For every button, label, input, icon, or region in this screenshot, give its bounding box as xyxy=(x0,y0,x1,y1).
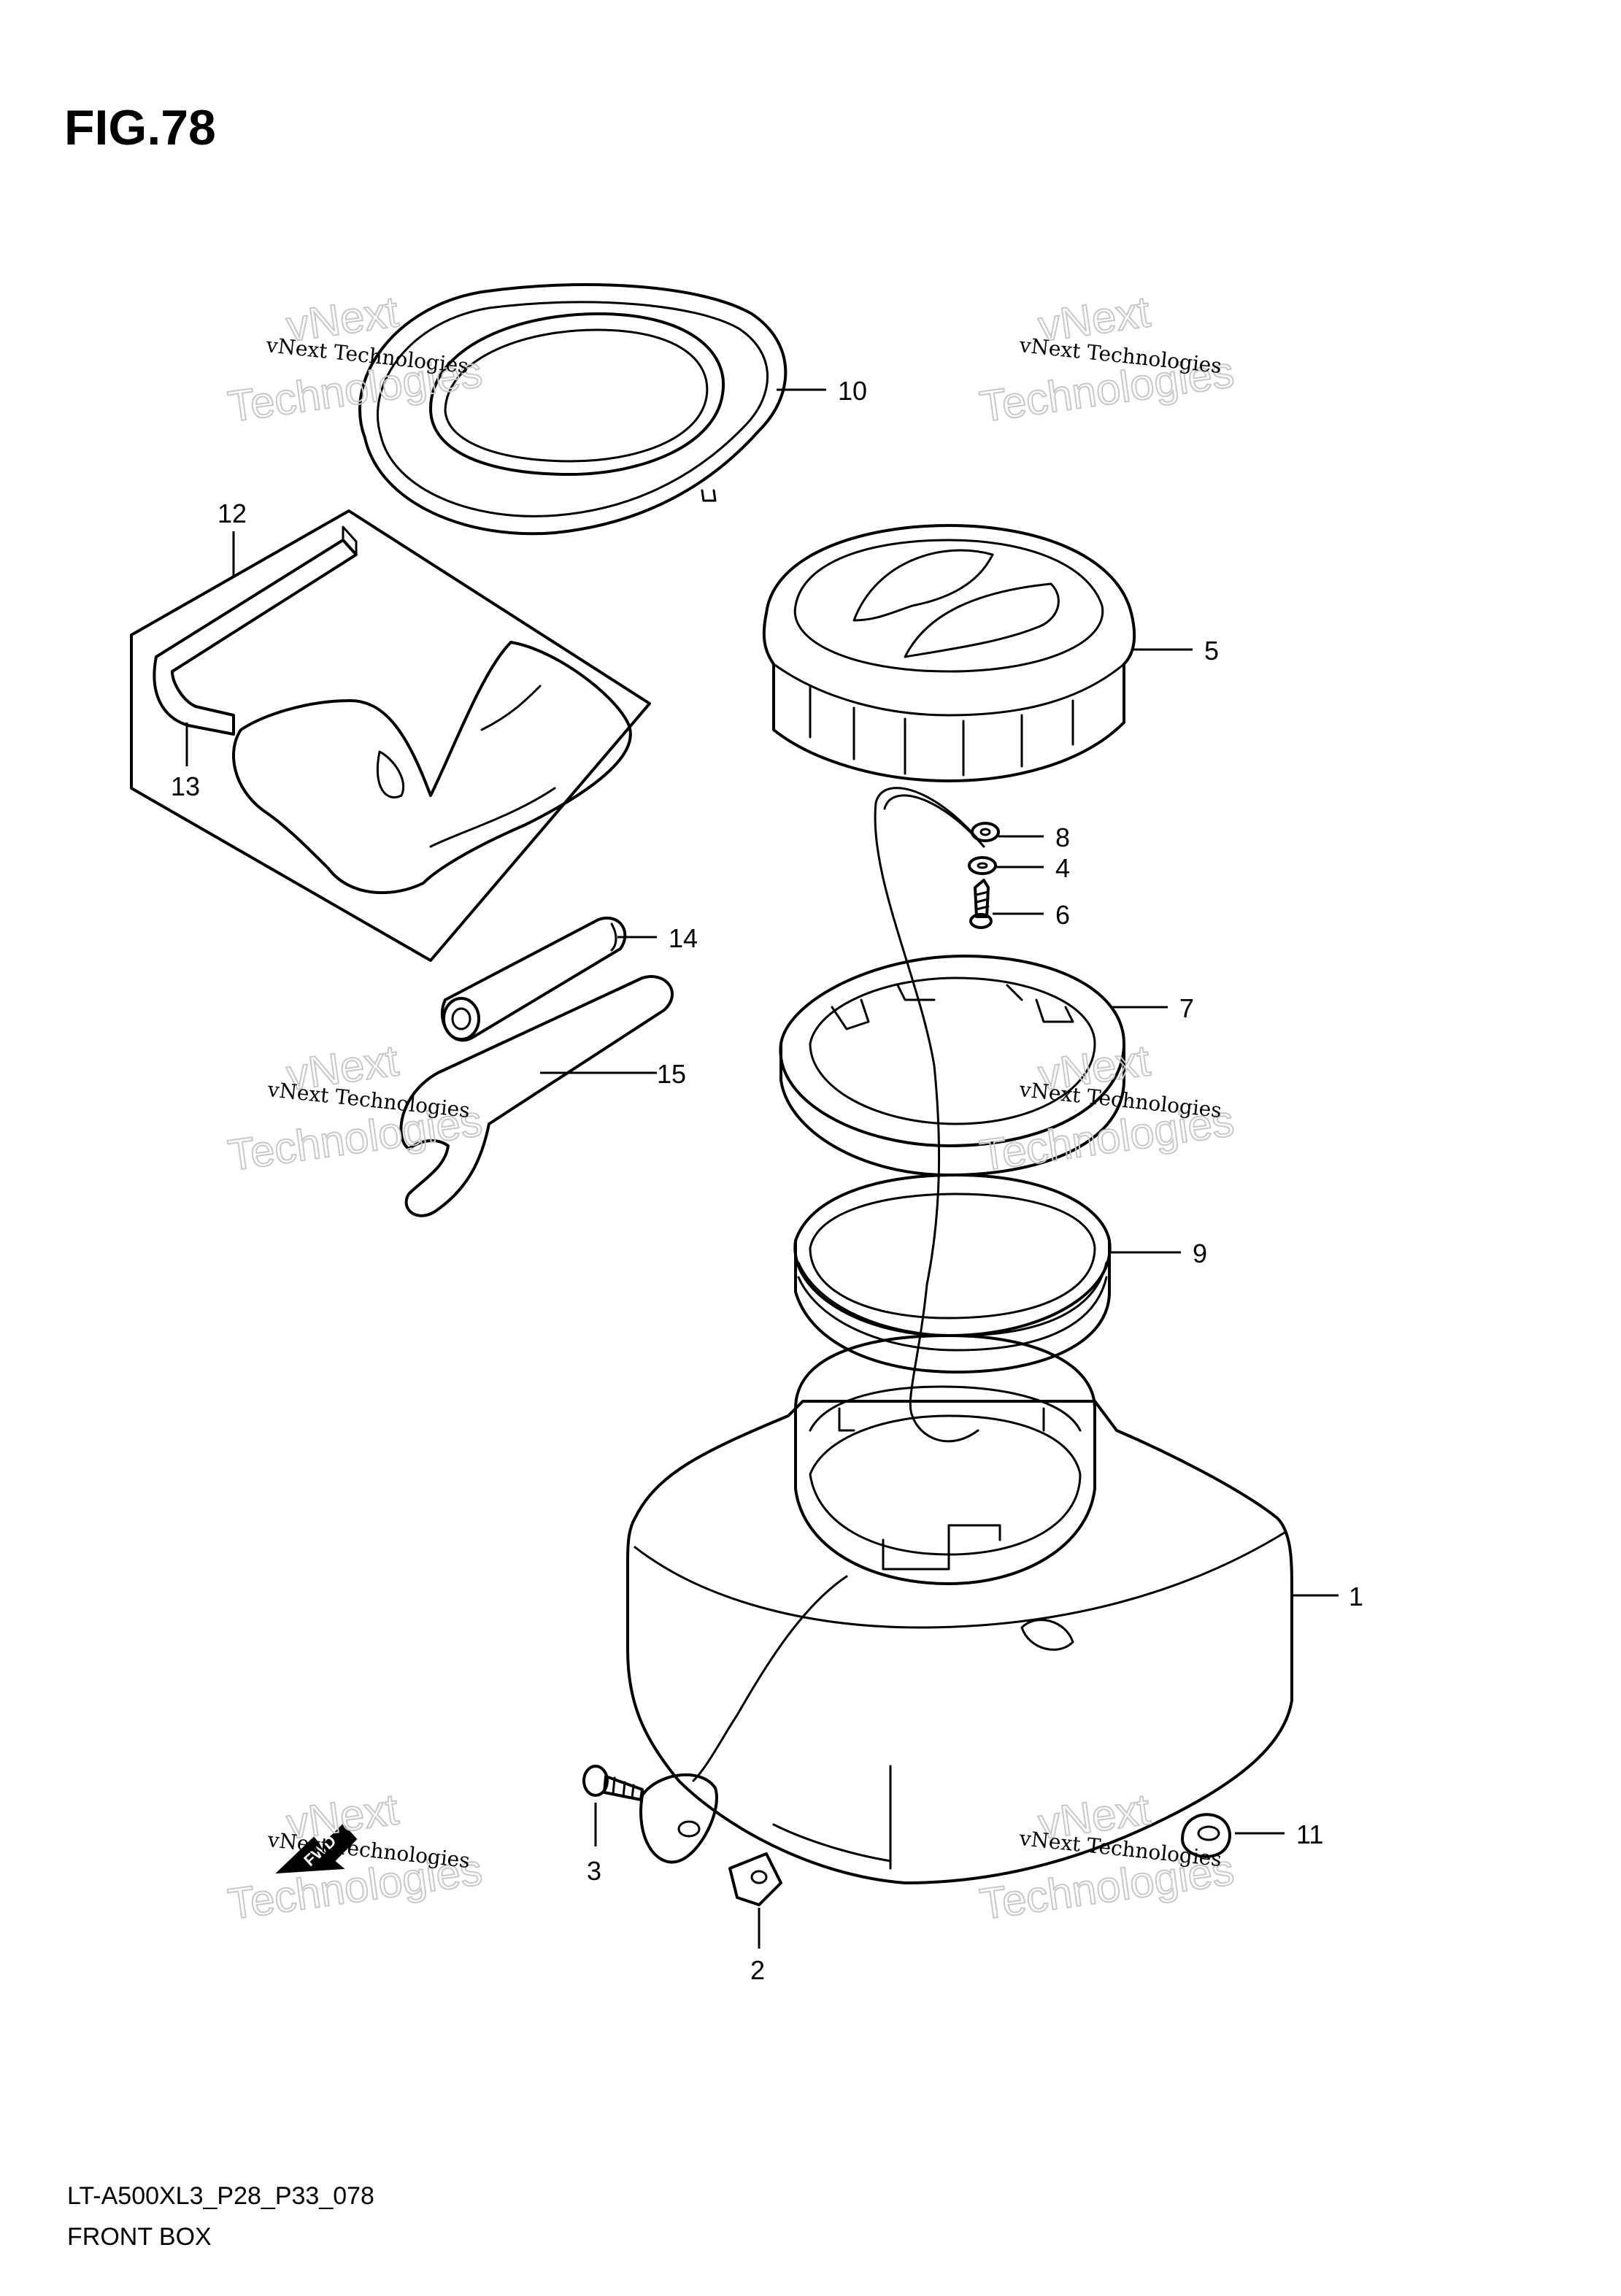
label-part-14: 14 xyxy=(669,923,698,953)
tool-bag xyxy=(232,641,632,895)
part-15-spanner[interactable] xyxy=(399,975,674,1217)
figure-caption: FRONT BOX xyxy=(67,2223,212,2251)
part-10-seal-ring[interactable] xyxy=(358,283,788,536)
part-5-cap[interactable] xyxy=(762,524,1136,782)
part-12-13-hex-wrench xyxy=(153,525,358,736)
label-part-8: 8 xyxy=(1055,823,1070,852)
watermark-top-right: vNext Technologies vNext Technologies xyxy=(976,286,1237,432)
part-2-clip-nut[interactable] xyxy=(728,1852,782,1906)
watermark-middle-left: vNext Technologies vNext Technologies xyxy=(224,1035,485,1181)
label-part-10: 10 xyxy=(838,376,867,406)
part-6-screw[interactable] xyxy=(969,879,993,929)
figure-title: FIG.78 xyxy=(64,100,216,155)
label-part-4: 4 xyxy=(1055,853,1070,883)
part-11-cushion[interactable] xyxy=(1181,1813,1231,1858)
label-part-13: 13 xyxy=(171,771,200,801)
watermark-bottom-right: vNext Technologies vNext Technologies xyxy=(976,1784,1237,1930)
tool-kit-box[interactable] xyxy=(130,509,651,962)
part-4-washer[interactable] xyxy=(968,856,997,875)
label-part-6: 6 xyxy=(1055,900,1070,930)
label-part-7: 7 xyxy=(1179,993,1194,1023)
label-part-1: 1 xyxy=(1349,1582,1363,1611)
label-part-3: 3 xyxy=(587,1856,601,1886)
part-9-threaded-ring[interactable] xyxy=(793,1174,1112,1374)
label-part-11: 11 xyxy=(1296,1819,1323,1849)
tether-cord xyxy=(874,787,979,1443)
label-part-5: 5 xyxy=(1204,636,1219,666)
part-labels: 10 12 13 5 8 4 6 7 14 15 9 1 11 3 2 xyxy=(171,376,1363,1985)
part-8-clip[interactable] xyxy=(971,822,1000,842)
part-3-screw[interactable] xyxy=(582,1765,644,1801)
watermark-middle-right: vNext Technologies vNext Technologies xyxy=(976,1035,1237,1181)
watermark-bottom-left: vNext Technologies vNext Technologies xyxy=(224,1784,485,1930)
part-1-front-box[interactable] xyxy=(626,1334,1293,1884)
label-part-9: 9 xyxy=(1193,1238,1207,1268)
leader-lines xyxy=(185,388,1339,1949)
part-14-plug-tube[interactable] xyxy=(440,917,627,1042)
label-part-12: 12 xyxy=(217,498,247,528)
label-part-2: 2 xyxy=(750,1955,765,1985)
model-code: LT-A500XL3_P28_P33_078 xyxy=(67,2182,374,2210)
label-part-15: 15 xyxy=(657,1059,686,1089)
